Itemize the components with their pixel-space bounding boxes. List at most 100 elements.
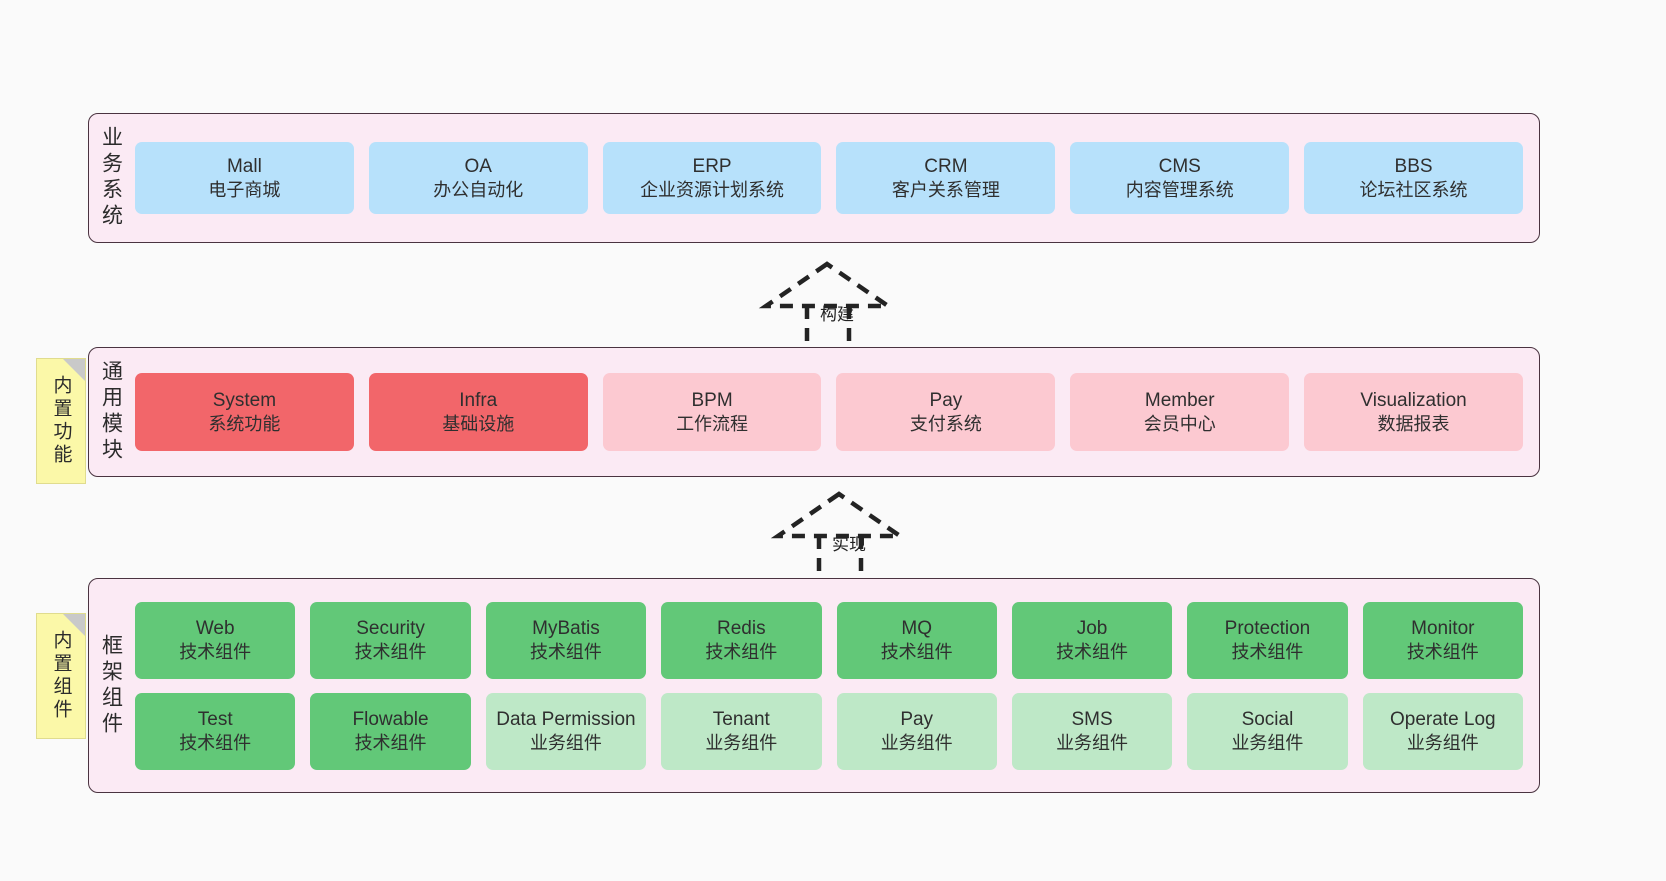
node-tenant[interactable]: Tenant 业务组件 <box>661 692 822 770</box>
connector-implement: 实现 <box>770 491 922 580</box>
layer-title-framework-component: 框架组件 <box>99 633 123 738</box>
node-title: Flowable <box>352 709 429 731</box>
node-title: Visualization <box>1360 390 1467 412</box>
node-infra[interactable]: Infra 基础设施 <box>368 373 588 451</box>
node-operate-log[interactable]: Operate Log 业务组件 <box>1362 692 1523 770</box>
node-title: Operate Log <box>1389 709 1496 731</box>
node-title: Mall <box>226 156 262 178</box>
note-label: 内置组件 <box>50 630 72 722</box>
node-subtitle: 技术组件 <box>705 641 778 662</box>
node-crm[interactable]: CRM 客户关系管理 <box>836 142 1056 214</box>
node-subtitle: 支付系统 <box>909 413 982 434</box>
node-title: Tenant <box>712 709 770 731</box>
node-pay[interactable]: Pay 支付系统 <box>836 373 1056 451</box>
node-subtitle: 论坛社区系统 <box>1359 179 1468 200</box>
node-bpm[interactable]: BPM 工作流程 <box>602 373 822 451</box>
node-title: Member <box>1144 390 1215 412</box>
node-job[interactable]: Job 技术组件 <box>1011 601 1173 679</box>
node-web[interactable]: Web 技术组件 <box>135 601 296 679</box>
layer-body-framework-component: Web 技术组件 Security 技术组件 MyBatis 技术组件 Redi… <box>133 579 1539 792</box>
node-subtitle: 工作流程 <box>676 413 749 434</box>
node-subtitle: 系统功能 <box>208 413 281 434</box>
node-member[interactable]: Member 会员中心 <box>1070 373 1290 451</box>
node-redis[interactable]: Redis 技术组件 <box>661 601 822 679</box>
node-security[interactable]: Security 技术组件 <box>310 601 471 679</box>
node-subtitle: 企业资源计划系统 <box>640 179 785 200</box>
node-title: SMS <box>1071 709 1113 731</box>
connector-label: 实现 <box>832 535 866 554</box>
node-subtitle: 基础设施 <box>442 413 515 434</box>
node-title: Redis <box>717 618 766 640</box>
connector-label: 构建 <box>820 305 854 324</box>
row: Web 技术组件 Security 技术组件 MyBatis 技术组件 Redi… <box>135 601 1523 679</box>
layer-title-common-module: 通用模块 <box>99 360 123 464</box>
node-title: MyBatis <box>532 618 600 640</box>
node-subtitle: 技术组件 <box>179 732 252 753</box>
node-title: Protection <box>1224 618 1311 640</box>
node-mybatis[interactable]: MyBatis 技术组件 <box>485 601 647 679</box>
node-title: BBS <box>1394 156 1433 178</box>
node-monitor[interactable]: Monitor 技术组件 <box>1362 601 1523 679</box>
node-sms[interactable]: SMS 业务组件 <box>1011 692 1173 770</box>
node-subtitle: 技术组件 <box>1056 641 1129 662</box>
node-subtitle: 客户关系管理 <box>891 179 1000 200</box>
note-builtin-component: 内置组件 <box>36 613 86 739</box>
node-title: Infra <box>459 390 498 412</box>
node-title: Data Permission <box>496 709 636 731</box>
node-title: MQ <box>901 618 932 640</box>
node-title: ERP <box>692 156 732 178</box>
node-subtitle: 业务组件 <box>880 732 953 753</box>
layer-body-common-module: System 系统功能 Infra 基础设施 BPM 工作流程 Pay 支付系统… <box>133 348 1539 476</box>
row: System 系统功能 Infra 基础设施 BPM 工作流程 Pay 支付系统… <box>135 373 1523 451</box>
node-subtitle: 业务组件 <box>529 732 602 753</box>
node-subtitle: 技术组件 <box>529 641 602 662</box>
note-builtin-feature: 内置功能 <box>36 358 86 484</box>
node-data-permission[interactable]: Data Permission 业务组件 <box>485 692 647 770</box>
node-title: Social <box>1241 709 1294 731</box>
node-title: Pay <box>929 390 963 412</box>
connector-build: 构建 <box>758 261 910 350</box>
node-subtitle: 会员中心 <box>1143 413 1216 434</box>
node-title: Test <box>197 709 233 731</box>
node-cms[interactable]: CMS 内容管理系统 <box>1070 142 1290 214</box>
note-label: 内置功能 <box>50 375 72 467</box>
node-erp[interactable]: ERP 企业资源计划系统 <box>602 142 822 214</box>
node-social[interactable]: Social 业务组件 <box>1187 692 1348 770</box>
node-mq[interactable]: MQ 技术组件 <box>836 601 997 679</box>
node-subtitle: 办公自动化 <box>433 179 524 200</box>
node-title: Monitor <box>1411 618 1475 640</box>
node-oa[interactable]: OA 办公自动化 <box>368 142 588 214</box>
node-subtitle: 技术组件 <box>179 641 252 662</box>
generalization-arrow-icon <box>770 491 908 580</box>
node-title: Pay <box>900 709 934 731</box>
node-title: OA <box>464 156 492 178</box>
node-test[interactable]: Test 技术组件 <box>135 692 296 770</box>
node-subtitle: 业务组件 <box>1406 732 1479 753</box>
node-visualization[interactable]: Visualization 数据报表 <box>1304 373 1523 451</box>
node-subtitle: 技术组件 <box>880 641 953 662</box>
layer-body-business-system: Mall 电子商城 OA 办公自动化 ERP 企业资源计划系统 CRM 客户关系… <box>133 114 1539 242</box>
node-subtitle: 技术组件 <box>354 641 427 662</box>
node-bbs[interactable]: BBS 论坛社区系统 <box>1304 142 1523 214</box>
row: Mall 电子商城 OA 办公自动化 ERP 企业资源计划系统 CRM 客户关系… <box>135 142 1523 214</box>
node-subtitle: 电子商城 <box>208 179 281 200</box>
generalization-arrow-icon <box>758 261 896 350</box>
node-title: Job <box>1076 618 1108 640</box>
node-system[interactable]: System 系统功能 <box>135 373 354 451</box>
node-title: Web <box>195 618 235 640</box>
node-pay-business[interactable]: Pay 业务组件 <box>836 692 997 770</box>
node-subtitle: 业务组件 <box>1056 732 1129 753</box>
node-title: CMS <box>1158 156 1201 178</box>
node-subtitle: 数据报表 <box>1377 413 1450 434</box>
node-protection[interactable]: Protection 技术组件 <box>1187 601 1348 679</box>
node-title: Security <box>356 618 425 640</box>
node-flowable[interactable]: Flowable 技术组件 <box>310 692 471 770</box>
node-subtitle: 业务组件 <box>705 732 778 753</box>
node-subtitle: 业务组件 <box>1231 732 1304 753</box>
node-subtitle: 技术组件 <box>1406 641 1479 662</box>
row: Test 技术组件 Flowable 技术组件 Data Permission … <box>135 692 1523 770</box>
node-mall[interactable]: Mall 电子商城 <box>135 142 354 214</box>
layer-title-business-system: 业务系统 <box>99 126 123 230</box>
node-title: CRM <box>924 156 968 178</box>
